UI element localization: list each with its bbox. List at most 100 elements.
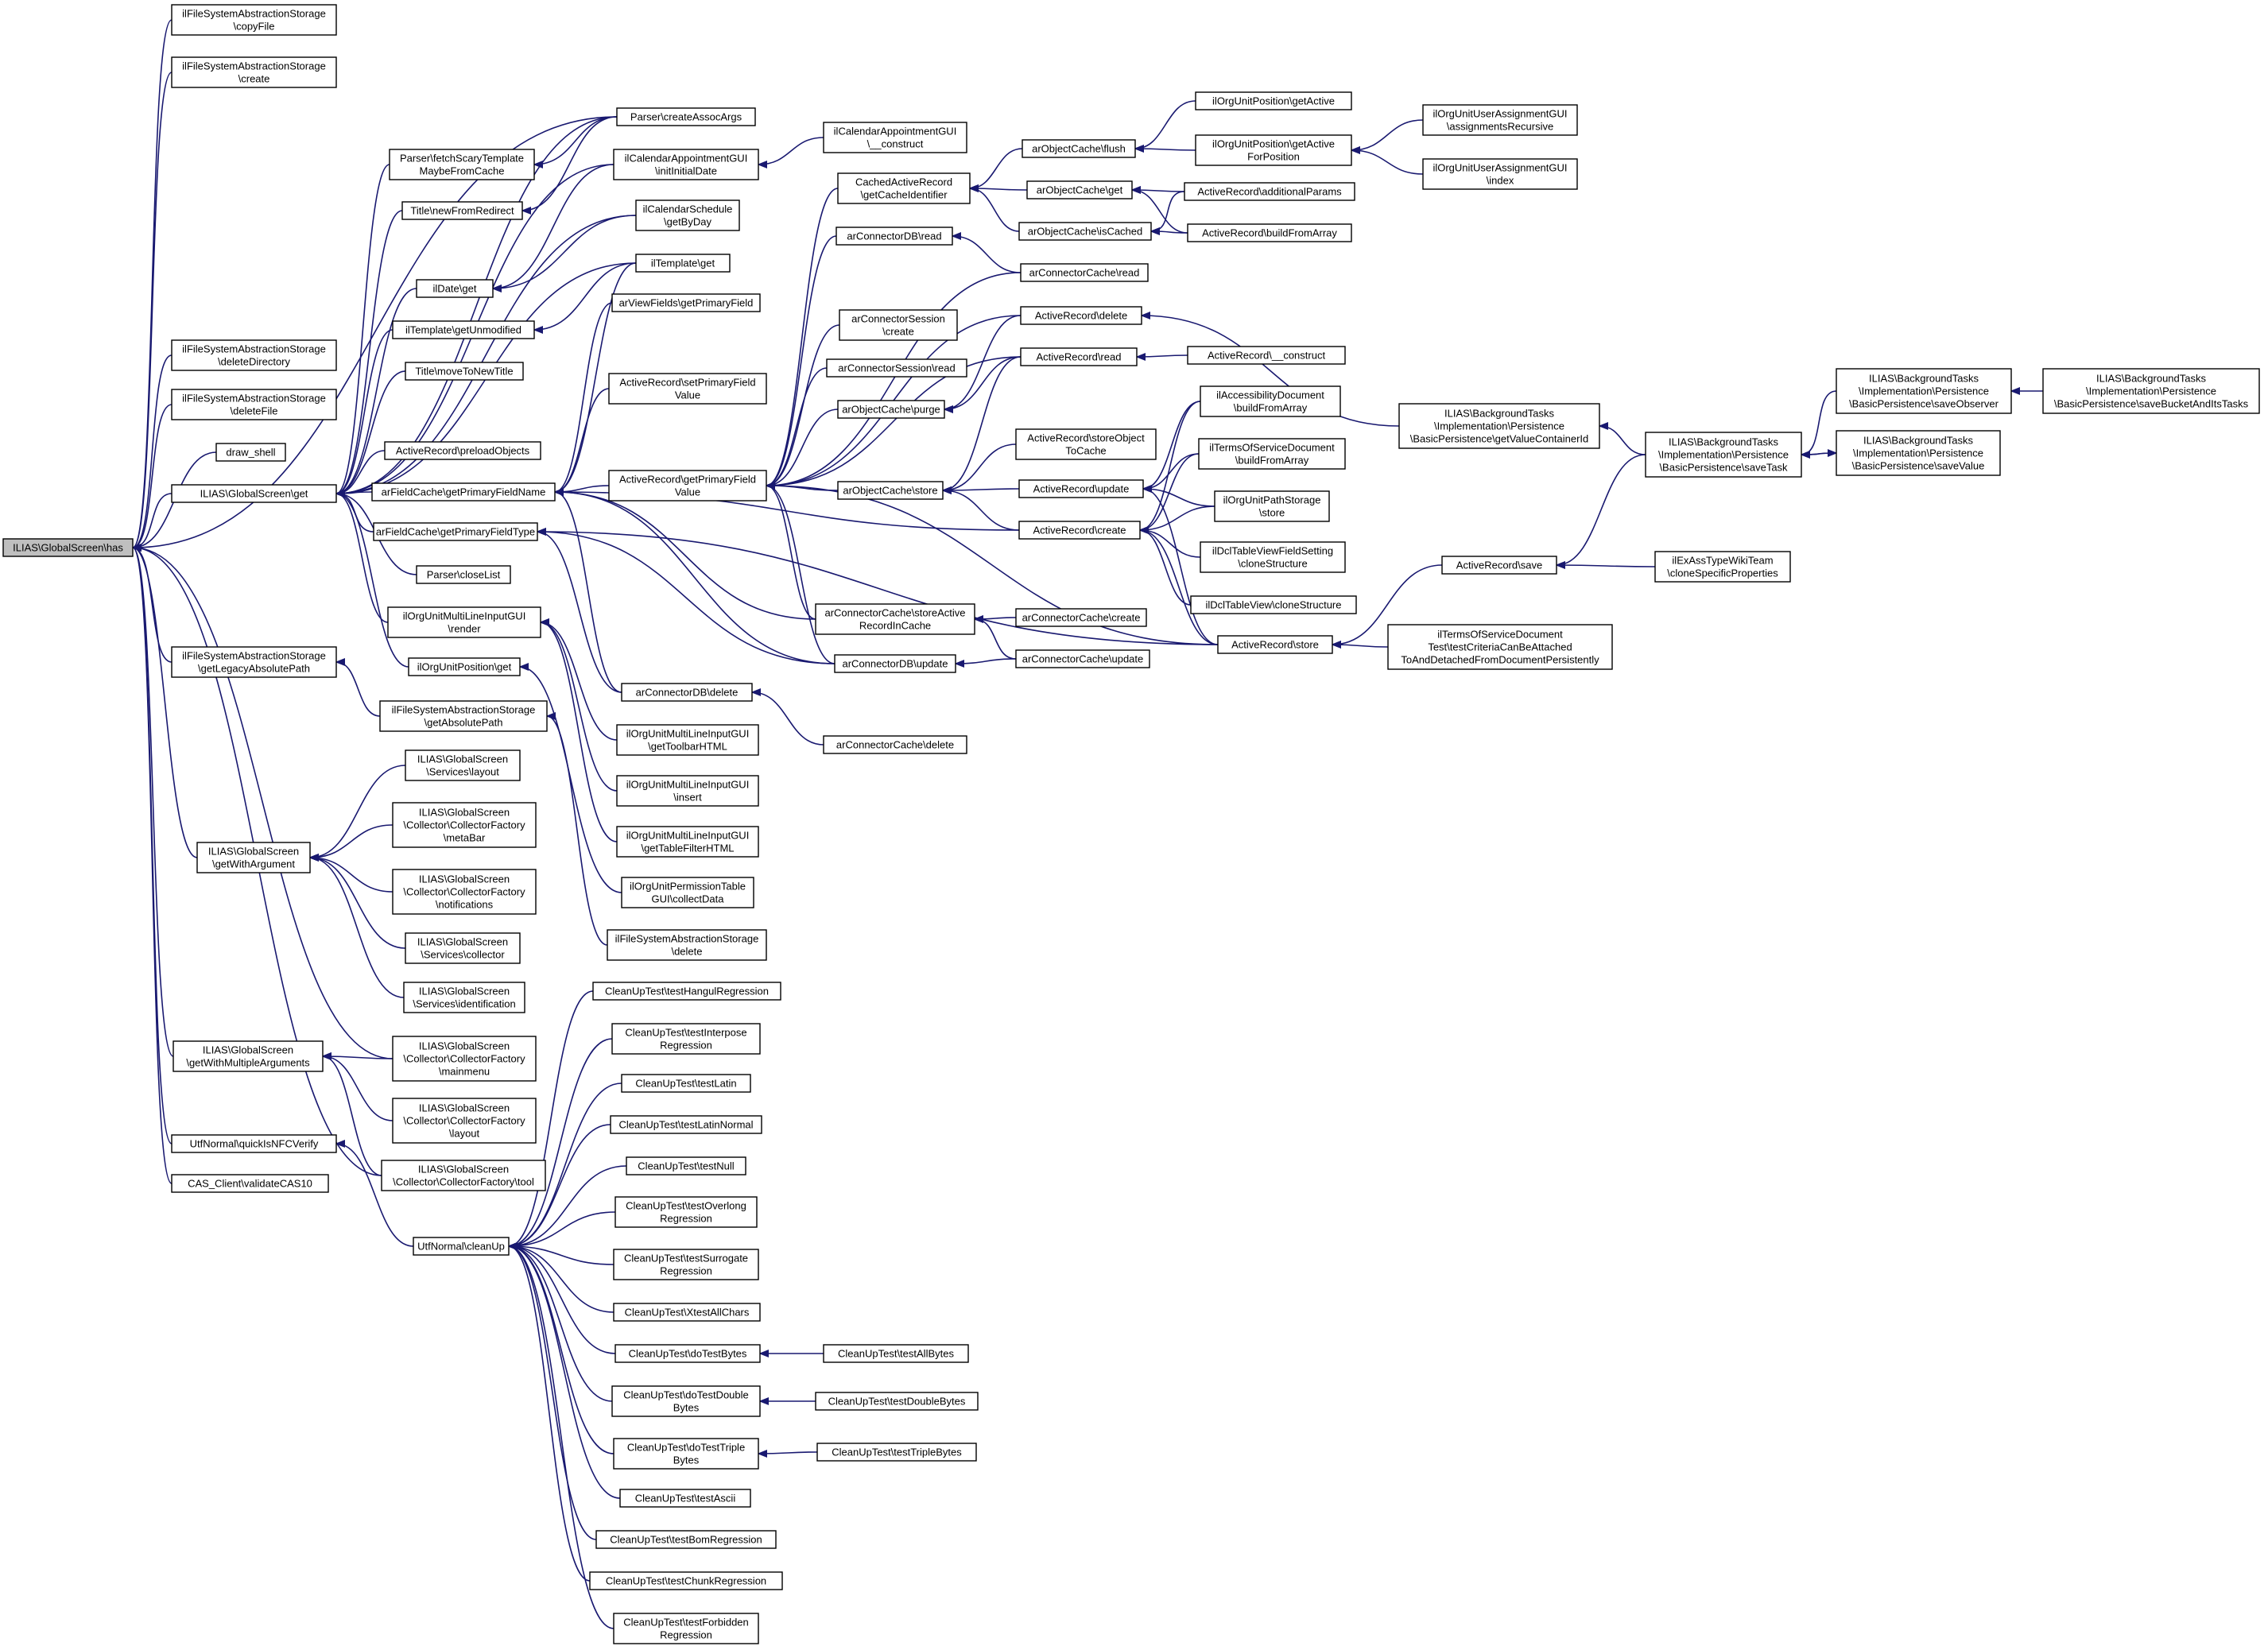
graph-node-afcgettype[interactable]: arFieldCache\getPrimaryFieldType: [373, 522, 538, 541]
graph-node-cleanup[interactable]: UtfNormal\cleanUp: [413, 1237, 510, 1256]
graph-node-getwitharg[interactable]: ILIAS\GlobalScreen\getWithArgument: [196, 842, 311, 873]
graph-node-cftool[interactable]: ILIAS\GlobalScreen\Collector\CollectorFa…: [381, 1160, 546, 1191]
graph-node-getvaluecont[interactable]: ILIAS\BackgroundTasks\Implementation\Per…: [1398, 403, 1600, 449]
graph-node-assignindex[interactable]: ilOrgUnitUserAssignmentGUI\index: [1422, 158, 1578, 190]
graph-node-tosdoc[interactable]: ilTermsOfServiceDocument\buildFromArray: [1198, 438, 1346, 470]
graph-node-savebucket[interactable]: ILIAS\BackgroundTasks\Implementation\Per…: [2042, 368, 2260, 414]
graph-node-dclview[interactable]: ilDclTableView\cloneStructure: [1190, 595, 1357, 614]
graph-node-dclfield[interactable]: ilDclTableViewFieldSetting\cloneStructur…: [1200, 541, 1346, 573]
graph-node-ocget[interactable]: arObjectCache\get: [1026, 180, 1133, 199]
graph-node-parsercreate[interactable]: Parser\createAssocArgs: [616, 107, 756, 126]
graph-node-svccollector[interactable]: ILIAS\GlobalScreen\Services\collector: [405, 932, 521, 964]
graph-node-cas[interactable]: CAS_Client\validateCAS10: [171, 1174, 329, 1193]
graph-node-t-allbytes[interactable]: CleanUpTest\testAllBytes: [823, 1344, 969, 1363]
graph-node-arbuild[interactable]: ActiveRecord\buildFromArray: [1187, 223, 1352, 242]
graph-node-notif[interactable]: ILIAS\GlobalScreen\Collector\CollectorFa…: [392, 869, 537, 915]
graph-node-calinit[interactable]: ilCalendarAppointmentGUI\initInitialDate: [613, 149, 759, 180]
graph-node-cdbread[interactable]: arConnectorDB\read: [835, 227, 953, 246]
graph-node-titleredir[interactable]: Title\newFromRedirect: [401, 201, 523, 220]
graph-node-multirender[interactable]: ilOrgUnitMultiLineInputGUI\render: [387, 606, 541, 638]
graph-node-arcreate[interactable]: ActiveRecord\create: [1018, 521, 1141, 540]
graph-node-csessread[interactable]: arConnectorSession\read: [826, 358, 967, 378]
graph-node-ccupdate[interactable]: arConnectorCache\update: [1015, 649, 1150, 668]
graph-node-preload[interactable]: ActiveRecord\preloadObjects: [384, 441, 541, 460]
graph-node-afcgetname[interactable]: arFieldCache\getPrimaryFieldName: [371, 482, 556, 502]
graph-node-cflayout[interactable]: ILIAS\GlobalScreen\Collector\CollectorFa…: [392, 1098, 537, 1144]
graph-node-drawshell[interactable]: draw_shell: [215, 443, 286, 462]
graph-node-mainmenu[interactable]: ILIAS\GlobalScreen\Collector\CollectorFa…: [392, 1036, 537, 1082]
graph-node-calsched[interactable]: ilCalendarSchedule\getByDay: [635, 199, 740, 231]
graph-node-multitoolbar[interactable]: ilOrgUnitMultiLineInputGUI\getToolbarHTM…: [616, 724, 759, 756]
graph-node-delfile[interactable]: ilFileSystemAbstractionStorage\deleteFil…: [171, 389, 337, 420]
graph-node-savetask[interactable]: ILIAS\BackgroundTasks\Implementation\Per…: [1645, 432, 1802, 478]
graph-node-viewfields[interactable]: arViewFields\getPrimaryField: [611, 293, 761, 312]
graph-node-t-dobytes[interactable]: CleanUpTest\doTestBytes: [614, 1344, 761, 1363]
graph-node-exass[interactable]: ilExAssTypeWikiTeam\cloneSpecificPropert…: [1654, 551, 1791, 583]
graph-node-arupdate[interactable]: ActiveRecord\update: [1018, 479, 1144, 498]
graph-node-getwithmulti[interactable]: ILIAS\GlobalScreen\getWithMultipleArgume…: [173, 1040, 324, 1072]
graph-node-accessdoc[interactable]: ilAccessibilityDocument\buildFromArray: [1200, 385, 1341, 417]
graph-node-svcident[interactable]: ILIAS\GlobalScreen\Services\identificati…: [403, 982, 525, 1013]
graph-node-metabar[interactable]: ILIAS\GlobalScreen\Collector\CollectorFa…: [392, 802, 537, 848]
graph-node-oupget[interactable]: ilOrgUnitPosition\get: [408, 657, 521, 676]
graph-node-t-latin[interactable]: CleanUpTest\testLatin: [621, 1074, 751, 1093]
graph-node-t-ascii[interactable]: CleanUpTest\testAscii: [619, 1489, 751, 1508]
graph-node-ocstore[interactable]: arObjectCache\store: [837, 481, 944, 500]
graph-node-titlemove[interactable]: Title\moveToNewTitle: [405, 362, 524, 381]
graph-node-cachedid[interactable]: CachedActiveRecord\getCacheIdentifier: [837, 172, 971, 204]
graph-node-csesscreate[interactable]: arConnectorSession\create: [839, 309, 958, 341]
graph-node-closelist[interactable]: Parser\closeList: [416, 565, 511, 584]
graph-node-arread[interactable]: ActiveRecord\read: [1020, 347, 1138, 366]
graph-node-create-fs[interactable]: ilFileSystemAbstractionStorage\create: [171, 56, 337, 88]
graph-node-gettplunmod[interactable]: ilTemplate\getUnmodified: [392, 320, 535, 339]
graph-node-savevalue[interactable]: ILIAS\BackgroundTasks\Implementation\Per…: [1836, 430, 2001, 476]
graph-node-arconstruct[interactable]: ActiveRecord\__construct: [1187, 346, 1346, 365]
graph-node-saveobserver[interactable]: ILIAS\BackgroundTasks\Implementation\Per…: [1836, 368, 2012, 414]
graph-node-svclayout[interactable]: ILIAS\GlobalScreen\Services\layout: [405, 749, 521, 781]
graph-node-deldir[interactable]: ilFileSystemAbstractionStorage\deleteDir…: [171, 339, 337, 371]
graph-node-assignrec[interactable]: ilOrgUnitUserAssignmentGUI\assignmentsRe…: [1422, 104, 1578, 136]
graph-node-t-null[interactable]: CleanUpTest\testNull: [626, 1156, 746, 1175]
graph-node-t-triplebytes[interactable]: CleanUpTest\testTripleBytes: [816, 1443, 977, 1462]
graph-node-ardelete[interactable]: ActiveRecord\delete: [1020, 306, 1142, 325]
graph-node-pathstorage[interactable]: ilOrgUnitPathStorage\store: [1214, 490, 1330, 522]
graph-node-t-bom[interactable]: CleanUpTest\testBomRegression: [595, 1530, 777, 1549]
graph-node-gsget[interactable]: ILIAS\GlobalScreen\get: [171, 484, 337, 503]
graph-node-ocisc[interactable]: arObjectCache\isCached: [1018, 222, 1152, 241]
graph-node-ccread[interactable]: arConnectorCache\read: [1020, 263, 1149, 282]
graph-node-multifilter[interactable]: ilOrgUnitMultiLineInputGUI\getTableFilte…: [616, 826, 759, 858]
graph-node-quicknfc[interactable]: UtfNormal\quickIsNFCVerify: [171, 1134, 337, 1153]
graph-node-ocpurge[interactable]: arObjectCache\purge: [837, 400, 945, 419]
graph-node-ildateget[interactable]: ilDate\get: [416, 279, 494, 298]
graph-node-cdbdelete[interactable]: arConnectorDB\delete: [621, 683, 753, 702]
graph-node-multiinsert[interactable]: ilOrgUnitMultiLineInputGUI\insert: [616, 775, 759, 807]
graph-node-oupgetactive[interactable]: ilOrgUnitPosition\getActive: [1195, 91, 1352, 110]
graph-node-getlegacy[interactable]: ilFileSystemAbstractionStorage\getLegacy…: [171, 646, 337, 678]
graph-node-getabspath[interactable]: ilFileSystemAbstractionStorage\getAbsolu…: [379, 700, 548, 732]
graph-node-cccreate[interactable]: arConnectorCache\create: [1015, 608, 1147, 627]
graph-node-t-hangul[interactable]: CleanUpTest\testHangulRegression: [592, 982, 781, 1001]
graph-node-occflush[interactable]: arObjectCache\flush: [1022, 139, 1136, 158]
graph-node-t-chunk[interactable]: CleanUpTest\testChunkRegression: [589, 1571, 783, 1590]
graph-node-ccstoreactive[interactable]: arConnectorCache\storeActiveRecordInCach…: [815, 603, 975, 635]
graph-node-iltplget[interactable]: ilTemplate\get: [635, 254, 731, 273]
graph-node-tostest[interactable]: ilTermsOfServiceDocumentTest\testCriteri…: [1387, 624, 1613, 670]
graph-node-copyfile[interactable]: ilFileSystemAbstractionStorage\copyFile: [171, 4, 337, 36]
graph-node-cdbupdate[interactable]: arConnectorDB\update: [834, 654, 956, 673]
graph-node-t-xall[interactable]: CleanUpTest\XtestAllChars: [613, 1303, 761, 1322]
graph-node-t-doublebytes[interactable]: CleanUpTest\testDoubleBytes: [815, 1392, 979, 1411]
graph-node-root[interactable]: ILIAS\GlobalScreen\has: [2, 538, 134, 557]
graph-node-arstore[interactable]: ActiveRecord\store: [1217, 635, 1333, 654]
